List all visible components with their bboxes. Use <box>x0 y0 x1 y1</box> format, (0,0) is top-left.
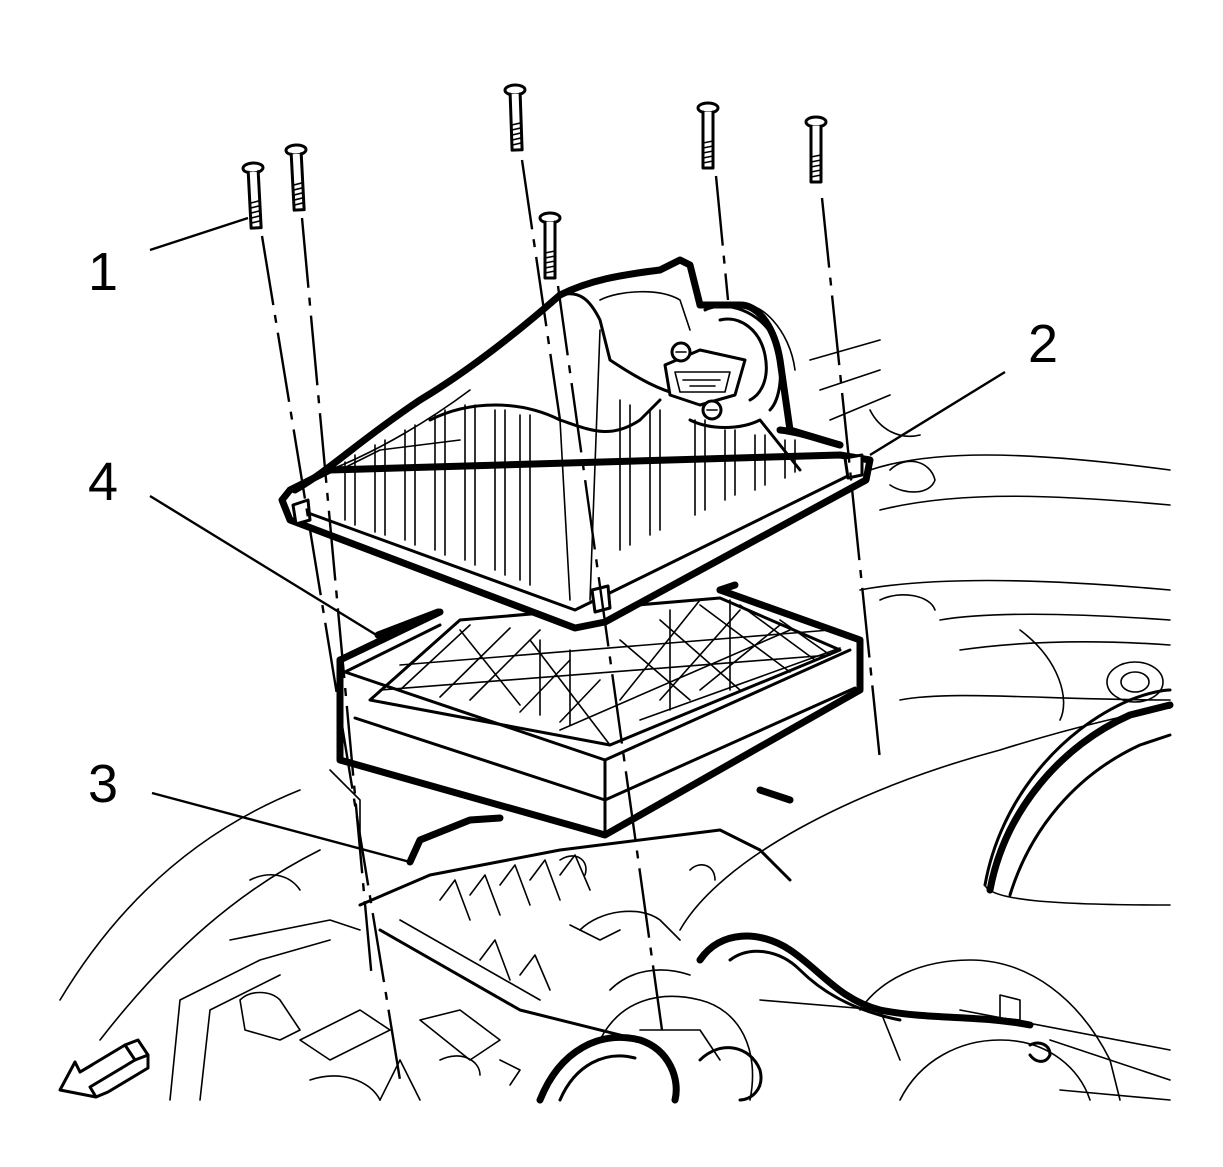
bolt <box>241 161 265 230</box>
callout-1: 1 <box>88 242 118 302</box>
leader-2 <box>869 370 1006 457</box>
callouts: 1 2 3 4 <box>88 216 1058 864</box>
bolt <box>538 211 562 280</box>
air-filter-element <box>336 581 864 839</box>
bolts <box>241 83 828 280</box>
bolt <box>696 101 720 170</box>
front-direction-arrow-icon <box>58 1038 150 1099</box>
engine-bay-background <box>59 339 1174 1104</box>
leader-3 <box>151 791 411 864</box>
callout-3: 3 <box>88 754 118 814</box>
leader-4 <box>149 494 379 638</box>
upper-air-cleaner-housing <box>278 256 874 632</box>
callout-4: 4 <box>88 452 118 512</box>
bolt <box>804 115 828 184</box>
alignment-lines <box>260 159 882 1081</box>
bolt <box>503 83 527 152</box>
callout-2: 2 <box>1028 314 1058 374</box>
leader-1 <box>149 216 249 252</box>
bolt <box>284 143 308 212</box>
lower-air-cleaner-housing <box>358 786 794 1042</box>
